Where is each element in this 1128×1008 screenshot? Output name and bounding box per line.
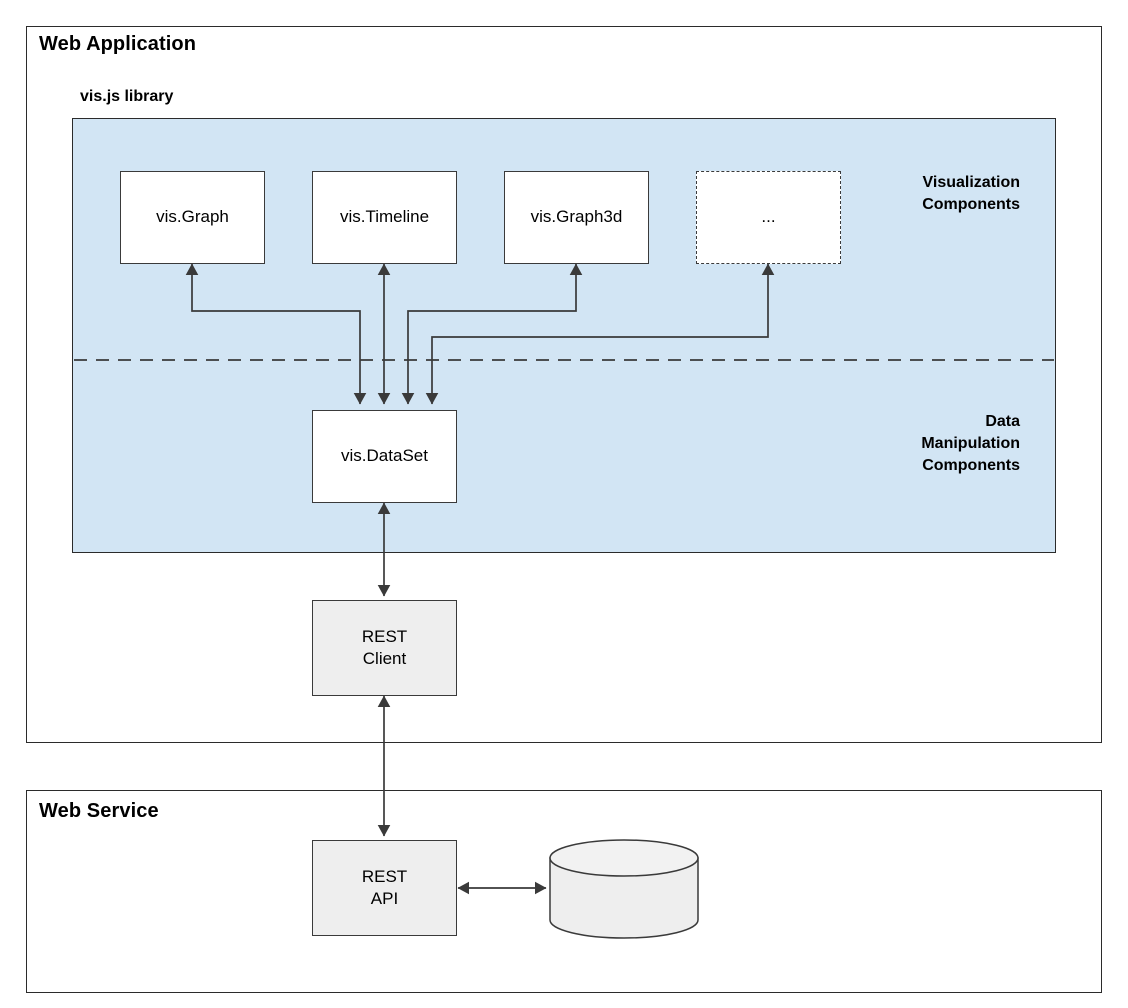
visjs-library-label: vis.js library: [80, 88, 174, 105]
web-application-container: [26, 26, 1102, 743]
visualization-components-label: Visualization Components: [922, 174, 1020, 214]
node-more-components[interactable]: ...: [696, 171, 841, 264]
node-vis-timeline-label: vis.Timeline: [339, 207, 430, 227]
node-vis-dataset[interactable]: vis.DataSet: [312, 410, 457, 503]
node-rest-client-label: REST Client: [361, 626, 408, 668]
node-vis-graph[interactable]: vis.Graph: [120, 171, 265, 264]
node-rest-api-label: REST API: [361, 866, 408, 908]
node-vis-graph3d[interactable]: vis.Graph3d: [504, 171, 649, 264]
web-service-container: [26, 790, 1102, 993]
node-data-store-label: Data: [606, 880, 642, 899]
data-manipulation-components-label: Data Manipulation Components: [921, 413, 1020, 475]
node-vis-dataset-label: vis.DataSet: [341, 446, 428, 466]
node-vis-graph-label: vis.Graph: [156, 207, 229, 227]
web-service-title: Web Service: [39, 800, 159, 822]
node-vis-timeline[interactable]: vis.Timeline: [312, 171, 457, 264]
node-more-components-label: ...: [761, 207, 776, 227]
node-rest-client[interactable]: REST Client: [312, 600, 457, 696]
web-application-title: Web Application: [39, 33, 197, 55]
node-rest-api[interactable]: REST API: [312, 840, 457, 936]
node-vis-graph3d-label: vis.Graph3d: [530, 207, 623, 227]
